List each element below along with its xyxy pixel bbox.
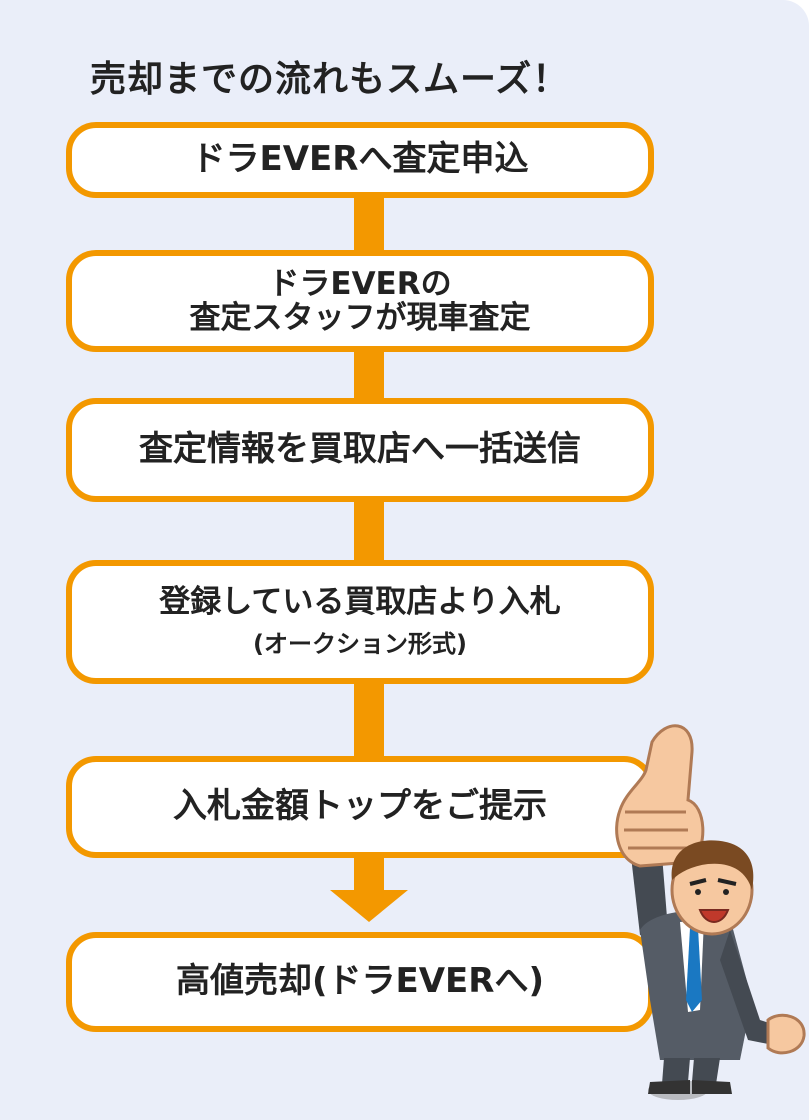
step-4-label: 登録している買取店より入札	[159, 584, 561, 621]
connector-1	[354, 196, 384, 254]
step-1: ドラEVERへ査定申込	[66, 122, 654, 198]
step-3-label: 査定情報を買取店へ一括送信	[139, 429, 581, 470]
connector-5	[354, 856, 384, 892]
step-2-label-line1: ドラEVERの	[268, 265, 452, 302]
step-1-label: ドラEVERへ査定申込	[191, 139, 529, 180]
step-5-label: 入札金額トップをご提示	[173, 786, 547, 827]
step-3: 査定情報を買取店へ一括送信	[66, 398, 654, 502]
step-4: 登録している買取店より入札 (オークション形式)	[66, 560, 654, 684]
step-2: ドラEVERの 査定スタッフが現車査定	[66, 250, 654, 352]
page-title: 売却までの流れもスムーズ！	[90, 59, 570, 100]
connector-4	[354, 682, 384, 760]
step-4-sublabel: (オークション形式)	[253, 629, 467, 658]
step-5: 入札金額トップをご提示	[66, 756, 654, 858]
connector-2	[354, 350, 384, 400]
step-6-label: 高値売却(ドラEVERへ)	[175, 961, 545, 1002]
step-2-label-line2: 査定スタッフが現車査定	[189, 300, 531, 336]
connector-3	[354, 500, 384, 562]
